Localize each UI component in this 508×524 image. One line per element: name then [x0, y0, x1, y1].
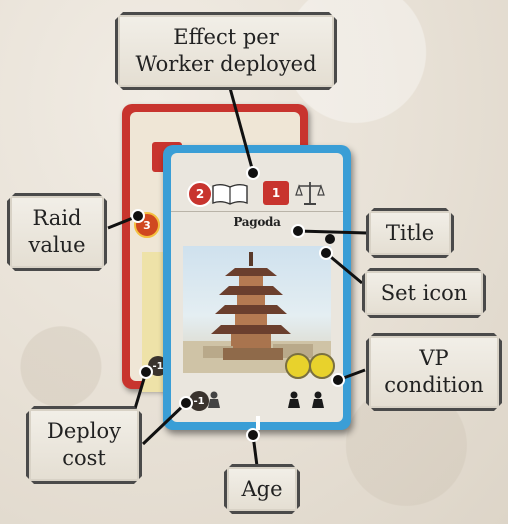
card-title: Pagoda [171, 211, 343, 232]
callout-raid: Raid value [7, 193, 107, 271]
scales-icon [295, 182, 325, 205]
callout-set-icon-text: Set icon [380, 280, 468, 305]
callout-title: Title [366, 208, 454, 258]
pagoda-illustration [183, 252, 331, 373]
callout-effect-text: Effect per Worker deployed [135, 25, 317, 76]
deploy-cost-badge: -1 [189, 391, 209, 411]
callout-age-text: Age [241, 476, 283, 501]
leader-dot-raid [131, 209, 145, 223]
worker-icon [288, 391, 300, 408]
callout-effect: Effect per Worker deployed [115, 12, 337, 90]
effect-value-badge: 1 [263, 181, 289, 205]
leader-dot-deploy [179, 396, 193, 410]
vp-coin-icon [309, 353, 335, 379]
leader-dot-red-cost [139, 365, 153, 379]
effect-count-badge: 2 [187, 181, 213, 207]
callout-title-text: Title [385, 220, 435, 245]
raid-value-text: 3 [143, 218, 151, 232]
worker-icon [208, 391, 220, 408]
callout-deploy-text: Deploy cost [47, 419, 121, 470]
leader-dot-age [246, 428, 260, 442]
callout-deploy: Deploy cost [26, 406, 142, 484]
callout-vp: VP condition [366, 333, 502, 411]
callout-raid-text: Raid value [28, 206, 86, 257]
leader-dot-vp [331, 373, 345, 387]
callout-set-icon: Set icon [362, 268, 486, 318]
card-title-text: Pagoda [233, 215, 281, 229]
set-icon [325, 234, 335, 244]
effect-row: 2 1 [181, 175, 331, 211]
callout-vp-text: VP condition [384, 346, 484, 397]
leader-dot-set-icon [319, 246, 333, 260]
book-icon [212, 184, 248, 205]
age-marker [256, 416, 260, 430]
callout-age: Age [224, 464, 300, 514]
leader-dot-title [291, 224, 305, 238]
worker-icon [312, 391, 324, 408]
front-card-face: 2 1 Pagoda [171, 153, 343, 422]
pagoda-picture [183, 246, 331, 373]
front-card: 2 1 Pagoda [163, 145, 351, 430]
leader-dot-effect [246, 166, 260, 180]
